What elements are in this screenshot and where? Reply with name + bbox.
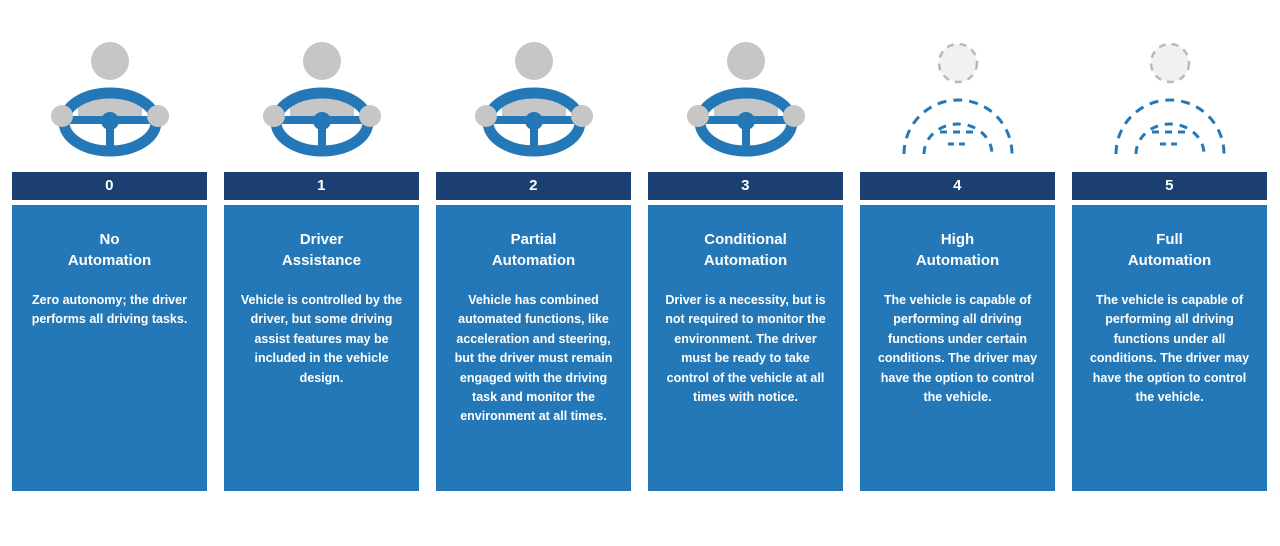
level-number-header: 3 [648,172,843,200]
level-number-header: 2 [436,172,631,200]
level-column-3: 3 Conditional Automation Driver is a nec… [648,10,843,491]
levels-board: 0 No Automation Zero autonomy; the drive… [12,10,1268,491]
level-description: Zero autonomy; the driver performs all d… [31,293,188,327]
level-title: No Automation [24,229,195,271]
dashed-optional-driver-icon [888,10,1028,172]
level-title-line2: Assistance [281,252,362,269]
level-number-header: 5 [1072,172,1267,200]
level-column-5: 5 Full Automation The vehicle is capable… [1072,10,1267,491]
level-description: Driver is a necessity, but is not requir… [665,293,826,404]
level-column-1: 1 Driver Assistance Vehicle is controlle… [224,10,419,491]
level-title-line1: Full [1156,231,1183,248]
level-card: Partial Automation Vehicle has combined … [436,205,631,491]
level-title: Driver Assistance [236,229,407,271]
level-number-header: 0 [12,172,207,200]
level-title: High Automation [872,229,1043,271]
level-title-line2: Automation [915,252,1000,269]
level-title-line2: Automation [491,252,576,269]
level-title: Full Automation [1084,229,1255,271]
driver-with-steering-wheel-icon [464,10,604,172]
driver-with-steering-wheel-icon [252,10,392,172]
dashed-optional-driver-icon [1100,10,1240,172]
level-card: High Automation The vehicle is capable o… [860,205,1055,491]
level-description: The vehicle is capable of performing all… [1089,293,1250,404]
driver-with-steering-wheel-icon [40,10,180,172]
level-title-line1: Driver [299,231,344,248]
level-card: Conditional Automation Driver is a neces… [648,205,843,491]
level-card: Driver Assistance Vehicle is controlled … [224,205,419,491]
level-title-line1: Partial [510,231,557,248]
level-title-line1: High [940,231,975,248]
level-description: Vehicle is controlled by the driver, but… [240,293,403,385]
driver-with-steering-wheel-icon [676,10,816,172]
level-title-line1: No [99,231,120,248]
level-title: Partial Automation [448,229,619,271]
level-title: Conditional Automation [660,229,831,271]
level-card: Full Automation The vehicle is capable o… [1072,205,1267,491]
level-description: Vehicle has combined automated functions… [454,293,613,424]
level-card: No Automation Zero autonomy; the driver … [12,205,207,491]
level-title-line2: Automation [703,252,788,269]
level-description: The vehicle is capable of performing all… [877,293,1038,404]
level-number-header: 1 [224,172,419,200]
level-column-4: 4 High Automation The vehicle is capable… [860,10,1055,491]
level-column-2: 2 Partial Automation Vehicle has combine… [436,10,631,491]
level-title-line1: Conditional [704,231,787,248]
level-column-0: 0 No Automation Zero autonomy; the drive… [12,10,207,491]
level-title-line2: Automation [1127,252,1212,269]
level-number-header: 4 [860,172,1055,200]
level-title-line2: Automation [67,252,152,269]
